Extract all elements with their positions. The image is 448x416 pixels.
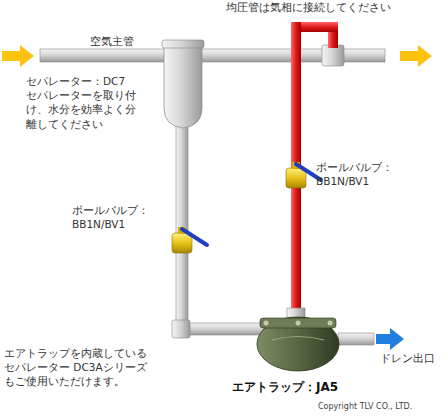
- valve-label: ボールバルブ： BB1N/BV1: [72, 203, 162, 231]
- note-text: 均圧管は気相に接続してください: [226, 1, 391, 16]
- elbow-fitting: [172, 320, 190, 338]
- flow-arrow: [400, 45, 432, 67]
- drain-arrow: [376, 328, 404, 350]
- pipe-label: 空気主管: [90, 35, 134, 50]
- copyright-text: Copyright TLV CO., LTD.: [318, 403, 412, 412]
- valve-label: ボールバルブ： BB1N/BV1: [316, 160, 411, 188]
- trap-label: エアトラップ：JA5: [232, 379, 338, 395]
- outlet-label: ドレン出口: [380, 352, 435, 367]
- ball-valve: [172, 227, 207, 253]
- air-trap: [257, 308, 374, 371]
- separator-cap: [162, 40, 204, 48]
- drain-pipe: [176, 118, 188, 328]
- tee-fitting: [322, 45, 344, 66]
- flow-arrow: [2, 45, 34, 67]
- ball-valve: [286, 162, 321, 188]
- separator-label: セパレーター：DC7 セパレーターを取り付け、水分を効率よく分離してください: [26, 74, 136, 131]
- note-text: エアトラップを内蔵しているセパレーター DC3Aシリーズもご使用いただけます。: [4, 346, 154, 389]
- separator-body: [164, 42, 202, 128]
